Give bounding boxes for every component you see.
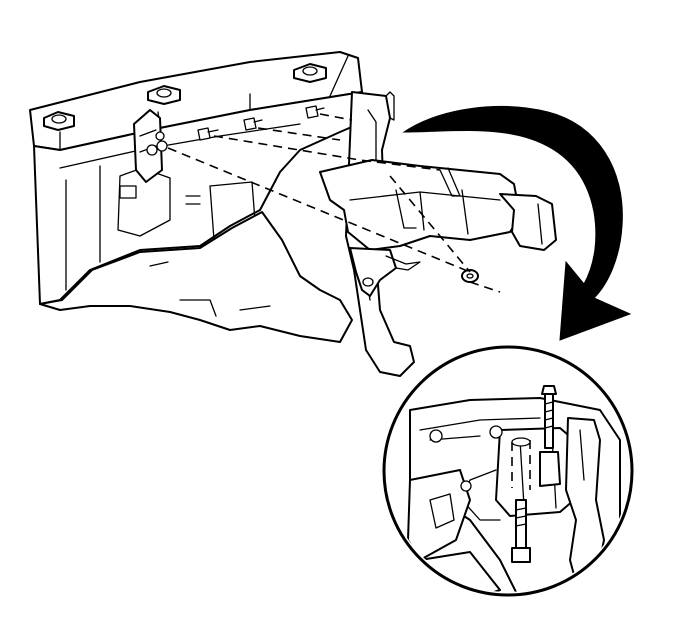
hood-latch-support	[133, 109, 165, 183]
bolt-lower-icon	[511, 499, 531, 563]
hood-bumper-left	[43, 111, 75, 131]
headlamp-mounting-bracket	[319, 91, 557, 377]
bolt-icon	[197, 127, 219, 141]
radiator-support-panel	[29, 51, 369, 343]
hood-bumper-center	[147, 85, 181, 105]
detail-view-inset	[382, 345, 634, 597]
bolt-icon	[305, 105, 325, 119]
washer-icon	[156, 140, 168, 152]
hood-bumper-right	[293, 63, 327, 83]
rotation-arrow-icon	[402, 105, 632, 341]
bolt-icon	[243, 117, 263, 131]
bolts-exploded	[156, 105, 479, 283]
alignment-lines	[167, 113, 501, 293]
bolt-upper-icon	[539, 385, 561, 487]
